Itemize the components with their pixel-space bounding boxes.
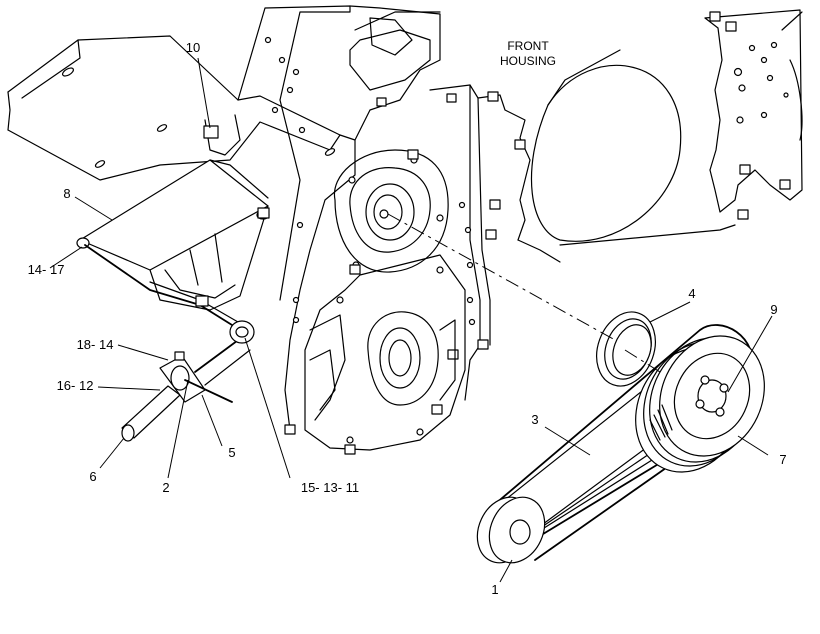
pulley-7	[635, 335, 765, 473]
housing-bolts	[431, 91, 526, 415]
leader-lines	[49, 57, 773, 583]
callout-9: 9	[770, 302, 777, 317]
mounting-plate	[7, 35, 341, 181]
engine-block	[237, 5, 457, 431]
callout-1: 1	[491, 582, 498, 597]
drive-housing-lower	[284, 254, 466, 455]
tension-rod	[84, 244, 241, 331]
front-housing	[429, 49, 736, 415]
callout-7: 7	[779, 452, 786, 467]
drive-housing-upper	[333, 149, 449, 275]
callout-18-14: 18- 14	[77, 337, 114, 352]
callout-3: 3	[531, 412, 538, 427]
adjuster-assembly	[121, 320, 255, 442]
callout-2: 2	[162, 480, 169, 495]
front-housing-caption-line1: FRONT	[507, 39, 549, 53]
callout-10: 10	[186, 40, 200, 55]
seal-4	[596, 311, 656, 387]
callout-14-17: 14- 17	[28, 262, 65, 277]
callout-6: 6	[89, 469, 96, 484]
alignment-centerline	[387, 213, 616, 341]
callout-5: 5	[228, 445, 235, 460]
bracket-8	[76, 159, 270, 311]
callout-8: 8	[63, 186, 70, 201]
callout-15-13-11: 15- 13- 11	[301, 480, 359, 495]
front-housing-caption-line2: HOUSING	[500, 54, 556, 68]
callout-4: 4	[688, 286, 695, 301]
bolt-10	[203, 114, 241, 156]
alignment-centerline-2	[624, 349, 661, 373]
callout-16-12: 16- 12	[57, 378, 94, 393]
idler-pulley-1	[476, 496, 546, 564]
right-flange	[704, 9, 803, 220]
